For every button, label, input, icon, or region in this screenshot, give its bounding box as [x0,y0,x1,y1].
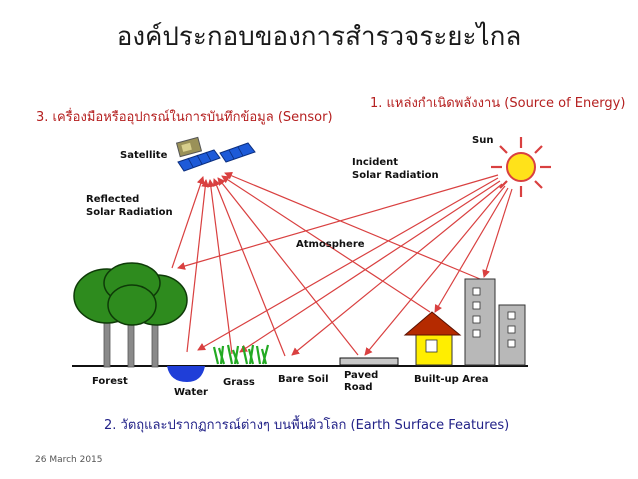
label-grass: Grass [223,376,255,389]
label-reflected-line2: Solar Radiation [86,206,173,219]
label-forest: Forest [92,375,128,388]
label-sun: Sun [472,134,493,147]
incident-ray-grass [240,181,500,352]
sun-icon [491,137,551,197]
water-icon [167,366,205,382]
reflected-ray-grass [210,180,232,354]
label-atmosphere: Atmosphere [296,238,365,251]
house-icon [405,312,460,365]
label-water: Water [174,386,208,399]
label-incident-line2: Solar Radiation [352,169,439,182]
label-satellite: Satellite [120,149,167,162]
reflected-ray-bare-soil [214,179,285,356]
incident-ray-water [198,178,498,350]
label-incident-line1: Incident [352,156,398,169]
reflected-ray-road [218,178,358,355]
forest-icon [74,263,187,367]
label-paved-line2: Road [344,381,372,394]
reflected-ray-building [225,173,480,279]
reflected-ray-water [187,180,206,352]
label-bare-soil: Bare Soil [278,373,329,386]
label-reflected-line1: Reflected [86,193,139,206]
incident-rays [178,175,512,355]
building-icon [465,279,525,365]
incident-ray-building [484,189,512,277]
grass-icon [214,345,268,364]
satellite-icon [177,137,255,171]
slide-date: 26 March 2015 [35,455,103,465]
label-builtup-area: Built-up Area [414,373,489,386]
paved-road-icon [340,358,398,365]
